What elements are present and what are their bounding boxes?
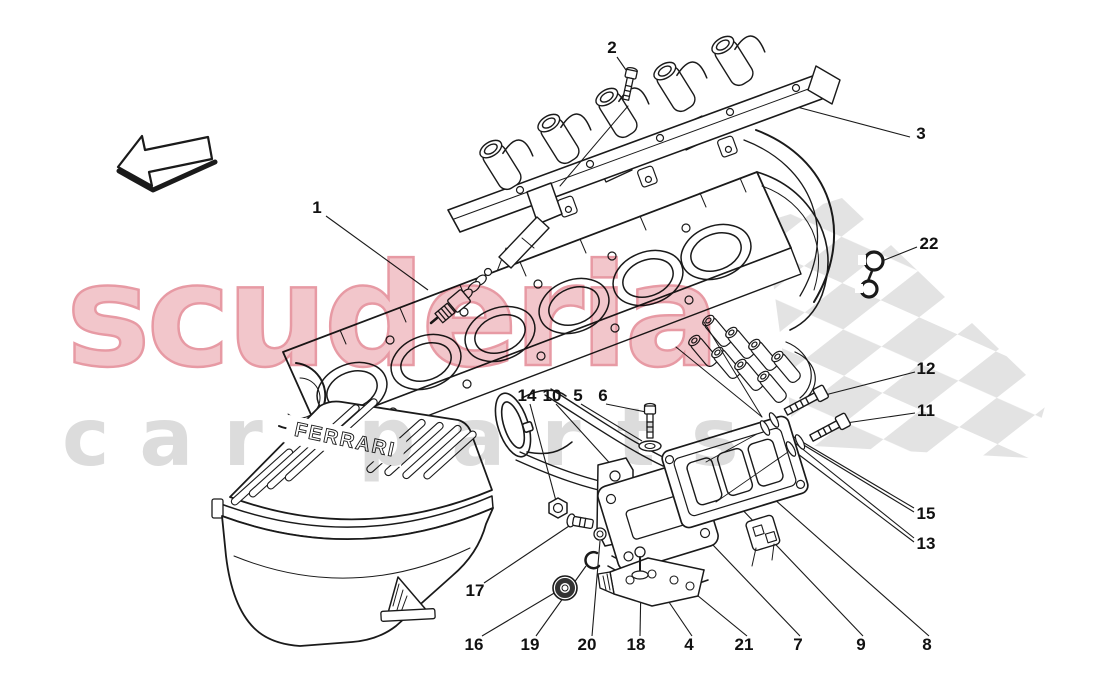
mounting-bolts — [705, 384, 851, 503]
leader-line-12 — [824, 371, 916, 396]
part-label-16: 16 — [465, 635, 484, 654]
harness-connector-block — [675, 314, 801, 418]
part-label-2: 2 — [607, 38, 616, 57]
part-label-5: 5 — [573, 386, 582, 405]
checkered-flag-graphic — [765, 198, 1048, 458]
leader-line-22 — [881, 246, 918, 262]
part-label-7: 7 — [793, 635, 802, 654]
cam-cover — [278, 171, 829, 457]
leader-line-20 — [591, 540, 601, 637]
part-label-11: 11 — [917, 401, 935, 420]
leader-line-3 — [796, 106, 911, 138]
leader-line-1 — [325, 215, 429, 291]
part-label-18: 18 — [627, 635, 646, 654]
part-label-12: 12 — [917, 359, 936, 378]
ignition-harness — [743, 129, 836, 401]
part-label-21: 21 — [735, 635, 754, 654]
spark-plug-assembly — [429, 182, 563, 325]
direction-arrow-icon — [116, 134, 218, 193]
ignition-coils — [479, 35, 766, 191]
rail-bolt — [559, 66, 638, 187]
leader-line-17 — [483, 523, 573, 584]
part-label-4: 4 — [684, 635, 694, 654]
leader-line-14 — [529, 403, 557, 502]
part-label-3: 3 — [916, 124, 925, 143]
part-label-17: 17 — [466, 581, 485, 600]
air-filter-box: FERRARI — [211, 389, 573, 647]
leader-line-11 — [845, 412, 916, 424]
ecu-module-assembly — [548, 402, 809, 607]
part-label-14: 14 — [518, 386, 537, 405]
part-label-19: 19 — [521, 635, 540, 654]
part-label-15: 15 — [917, 504, 936, 523]
part-label-13: 13 — [917, 534, 936, 553]
part-label-8: 8 — [922, 635, 931, 654]
part-label-6: 6 — [598, 386, 607, 405]
leader-line-10 — [555, 403, 617, 471]
leader-line-6 — [605, 403, 647, 413]
part-label-1: 1 — [312, 198, 321, 217]
part-label-10: 10 — [543, 386, 562, 405]
harness-clip — [855, 250, 885, 299]
leader-line-5 — [580, 403, 643, 442]
leader-line-15 — [801, 443, 915, 513]
leader-line-16 — [481, 591, 557, 637]
part-label-22: 22 — [920, 234, 939, 253]
part-label-9: 9 — [856, 635, 865, 654]
leader-line-19 — [535, 565, 587, 637]
part-label-20: 20 — [578, 635, 597, 654]
leader-line-2 — [616, 56, 627, 71]
leader-line-13 — [793, 450, 915, 543]
